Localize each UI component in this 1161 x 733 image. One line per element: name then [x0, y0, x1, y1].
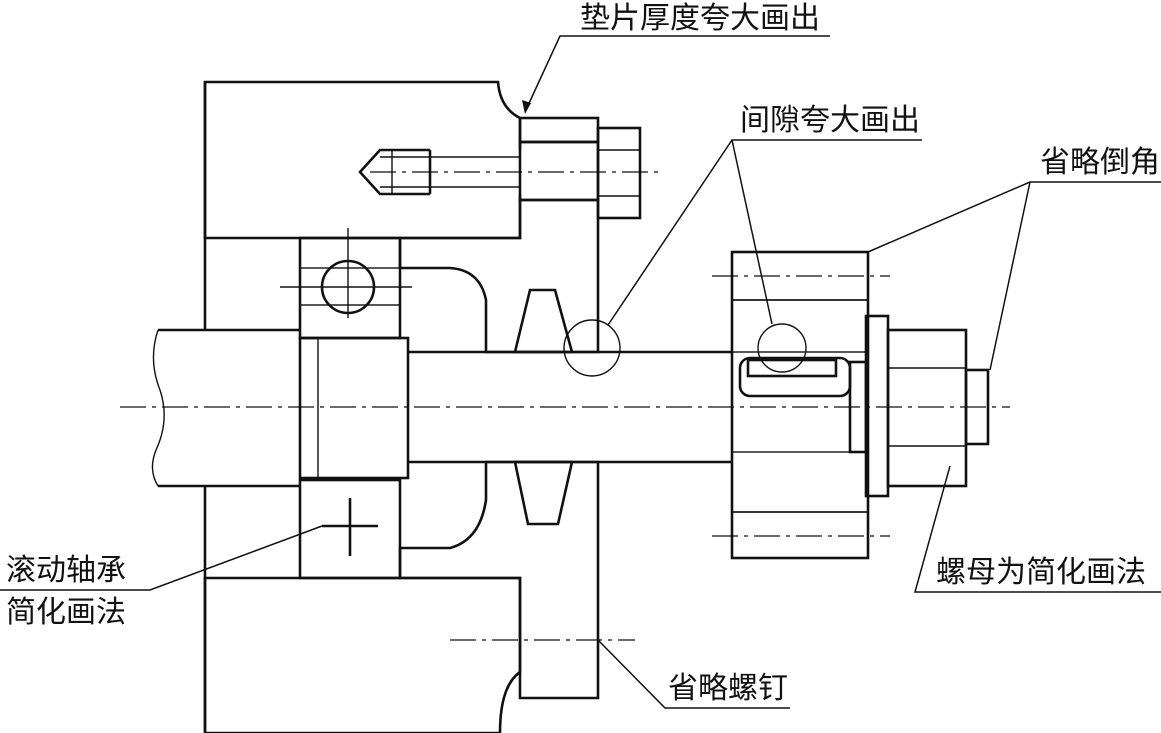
label-chamfer: 省略倒角: [1040, 145, 1160, 180]
housing-lower: [203, 576, 522, 733]
leader-bearing: [0, 525, 323, 591]
felt-seal-lower: [513, 460, 574, 526]
label-screw: 省略螺钉: [668, 671, 788, 706]
shaft-end: [964, 368, 990, 446]
leader-chamfer: [867, 181, 1161, 371]
bearing-lower-simplified: [298, 478, 402, 580]
leader-gap: [607, 139, 922, 326]
bolt-head: [596, 126, 642, 220]
gap-circle-key: [757, 323, 807, 373]
label-nut: 螺母为简化画法: [936, 555, 1146, 590]
nut-simplified: [886, 328, 968, 488]
leader-screw: [450, 639, 790, 709]
key: [738, 356, 852, 398]
felt-seal-upper: [513, 288, 574, 354]
leader-nut: [914, 465, 1161, 593]
shaft: [151, 328, 732, 488]
leader-gasket: [522, 35, 830, 114]
label-gap: 间隙夸大画出: [740, 103, 920, 138]
label-bearing-line1: 滚动轴承: [6, 553, 126, 588]
label-bearing-line2: 简化画法: [6, 595, 126, 630]
end-cover: [398, 198, 600, 700]
gasket: [518, 116, 600, 202]
gap-circle-seal: [563, 319, 621, 377]
bearing-upper: [280, 228, 412, 340]
label-gasket: 垫片厚度夸大画出: [580, 1, 820, 36]
gear-hub: [712, 250, 890, 560]
